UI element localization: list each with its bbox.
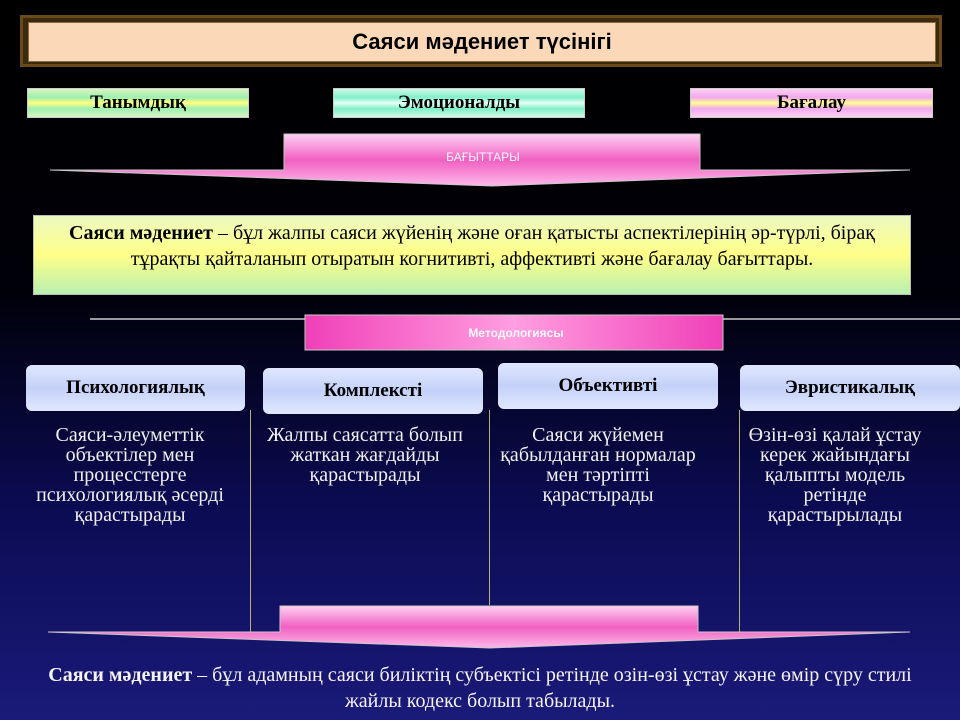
definition-box: Саяси мәдениет – бұл жалпы саяси жүйенің… [33, 215, 911, 295]
method-complex-desc: Жалпы саясатта болып жаткан жағдайды қар… [267, 424, 463, 486]
directions-arrow: БАҒЫТТАРЫ [49, 133, 911, 187]
directions-label: БАҒЫТТАРЫ [446, 150, 520, 164]
method-objective-desc: Саяси жүйемен қабылданған нормалар мен т… [500, 424, 696, 506]
method-objective: Объективті [498, 363, 718, 409]
category-cognitive: Танымдық [27, 88, 249, 118]
methodology-label: Методологиясы [468, 326, 563, 340]
methodology-banner: Методологиясы [90, 314, 960, 351]
category-evaluative: Бағалау [690, 88, 933, 118]
connector-line [489, 410, 490, 605]
definition-bottom-term: Саяси мәдениет [48, 664, 193, 686]
connector-line [739, 410, 740, 632]
bottom-arrow [47, 605, 911, 649]
definition-bottom: Саяси мәдениет – бұл адамның саяси билік… [20, 662, 940, 714]
method-psychological: Психологиялық [26, 365, 245, 411]
page-title: Саяси мәдениет түсінігі [28, 22, 936, 62]
method-psychological-desc: Саяси-әлеуметтік объектілер мен процесст… [36, 424, 224, 526]
definition-bottom-text: – бұл адамның саяси биліктің субъектісі … [192, 664, 912, 712]
method-complex: Комплексті [263, 368, 483, 414]
definition-text: – бұл жалпы саяси жүйенің және оған қаты… [130, 222, 875, 270]
connector-line [250, 410, 251, 632]
method-heuristic: Эвристикалық [740, 365, 960, 411]
definition-term: Саяси мәдениет [69, 222, 213, 244]
category-emotional: Эмоционалды [333, 88, 585, 118]
method-heuristic-desc: Өзін-өзі қалай ұстау керек жайындағы қал… [748, 424, 922, 526]
